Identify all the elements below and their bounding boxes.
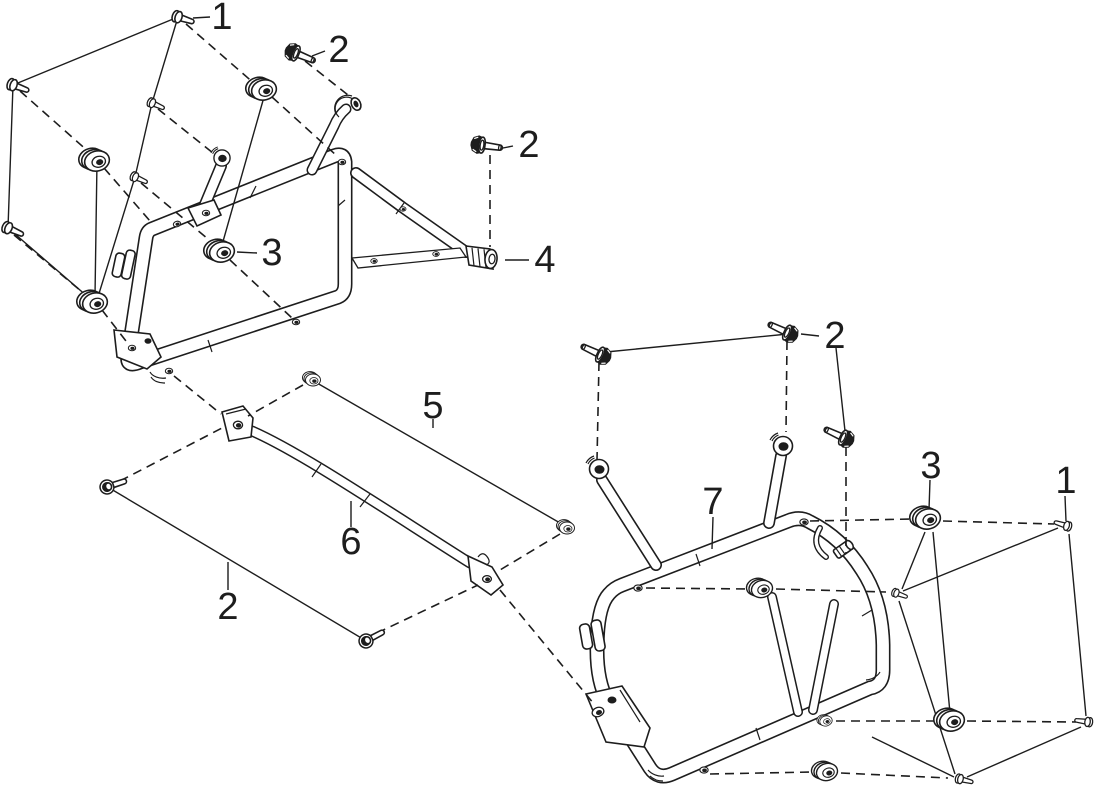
frame-hole [699,766,709,774]
frame-hole [291,318,301,326]
left-frame-assembly [111,94,498,384]
flat-screw-part1 [1052,517,1074,533]
flat-screw-part1 [169,8,197,29]
frame-hole [164,367,174,375]
clip-pad [578,623,594,650]
leader-lines [7,16,1087,778]
callout-label-2-top-left: 2 [328,29,349,71]
frame-braces [772,597,834,712]
rubber-grommet [808,757,841,785]
frame-hole [799,518,809,526]
flat-screw [1073,714,1094,728]
flat-screw [128,170,150,188]
frame-corner-bracket-left [113,329,167,384]
right-frame-assembly [578,432,883,781]
eye-end-icon [210,146,231,167]
frame-hole [337,158,347,166]
frame-hole [633,584,643,592]
hex-flange-bolt-part2 [469,134,505,158]
callout-label-5: 5 [422,385,443,427]
frame-corner-bracket-right [584,685,651,748]
strut-arm-right [769,432,794,523]
stay-mount-block [221,405,254,442]
callout-label-2-upper-mid: 2 [518,124,539,166]
mount-boss [816,528,855,559]
clip-pad [590,619,606,652]
callout-label-3-left: 3 [261,232,282,274]
stay-bar-assembly [221,405,505,597]
socket-bolt-part2 [97,473,130,497]
hex-flange-bolt-part2 [819,420,858,452]
callout-label-1-right: 1 [1055,460,1076,502]
side-frame-left [128,155,345,364]
assembly-axis-lines [13,23,1077,779]
callout-label-7: 7 [702,481,723,523]
stay-end-tab [467,553,505,597]
clip-pad [120,249,136,280]
callout-label-2-lower-left: 2 [217,586,238,628]
frame-hook-arm [312,94,362,170]
frame-arm-to-coupler [352,173,466,269]
callout-labels: 1 2 2 3 4 5 6 2 2 7 3 1 [211,0,1076,628]
coupler-part4 [465,245,498,270]
fasteners-and-bushings [0,8,1094,788]
socket-bolt-part2 [355,624,389,652]
flat-screw [145,96,167,114]
frame-strut-eye-left [186,146,231,228]
callout-label-4: 4 [534,239,555,281]
flat-screw [0,219,27,241]
hex-flange-bolt-part2 [763,315,802,347]
callout-label-1-top-left: 1 [211,0,232,38]
hex-flange-bolt-part2 [576,337,615,369]
washer-part5 [302,371,321,387]
callout-label-6: 6 [340,521,361,563]
washer-part5 [556,519,575,535]
rubber-grommet-part3 [906,501,944,534]
strut-arm-left [585,455,656,565]
side-frame-right [597,519,883,781]
frame-hole [201,209,211,217]
callout-label-2-right: 2 [824,315,845,357]
rubber-grommet [930,703,968,736]
eye-end-icon [769,432,794,457]
callout-label-3-right: 3 [920,445,941,487]
flat-screw [4,76,32,97]
